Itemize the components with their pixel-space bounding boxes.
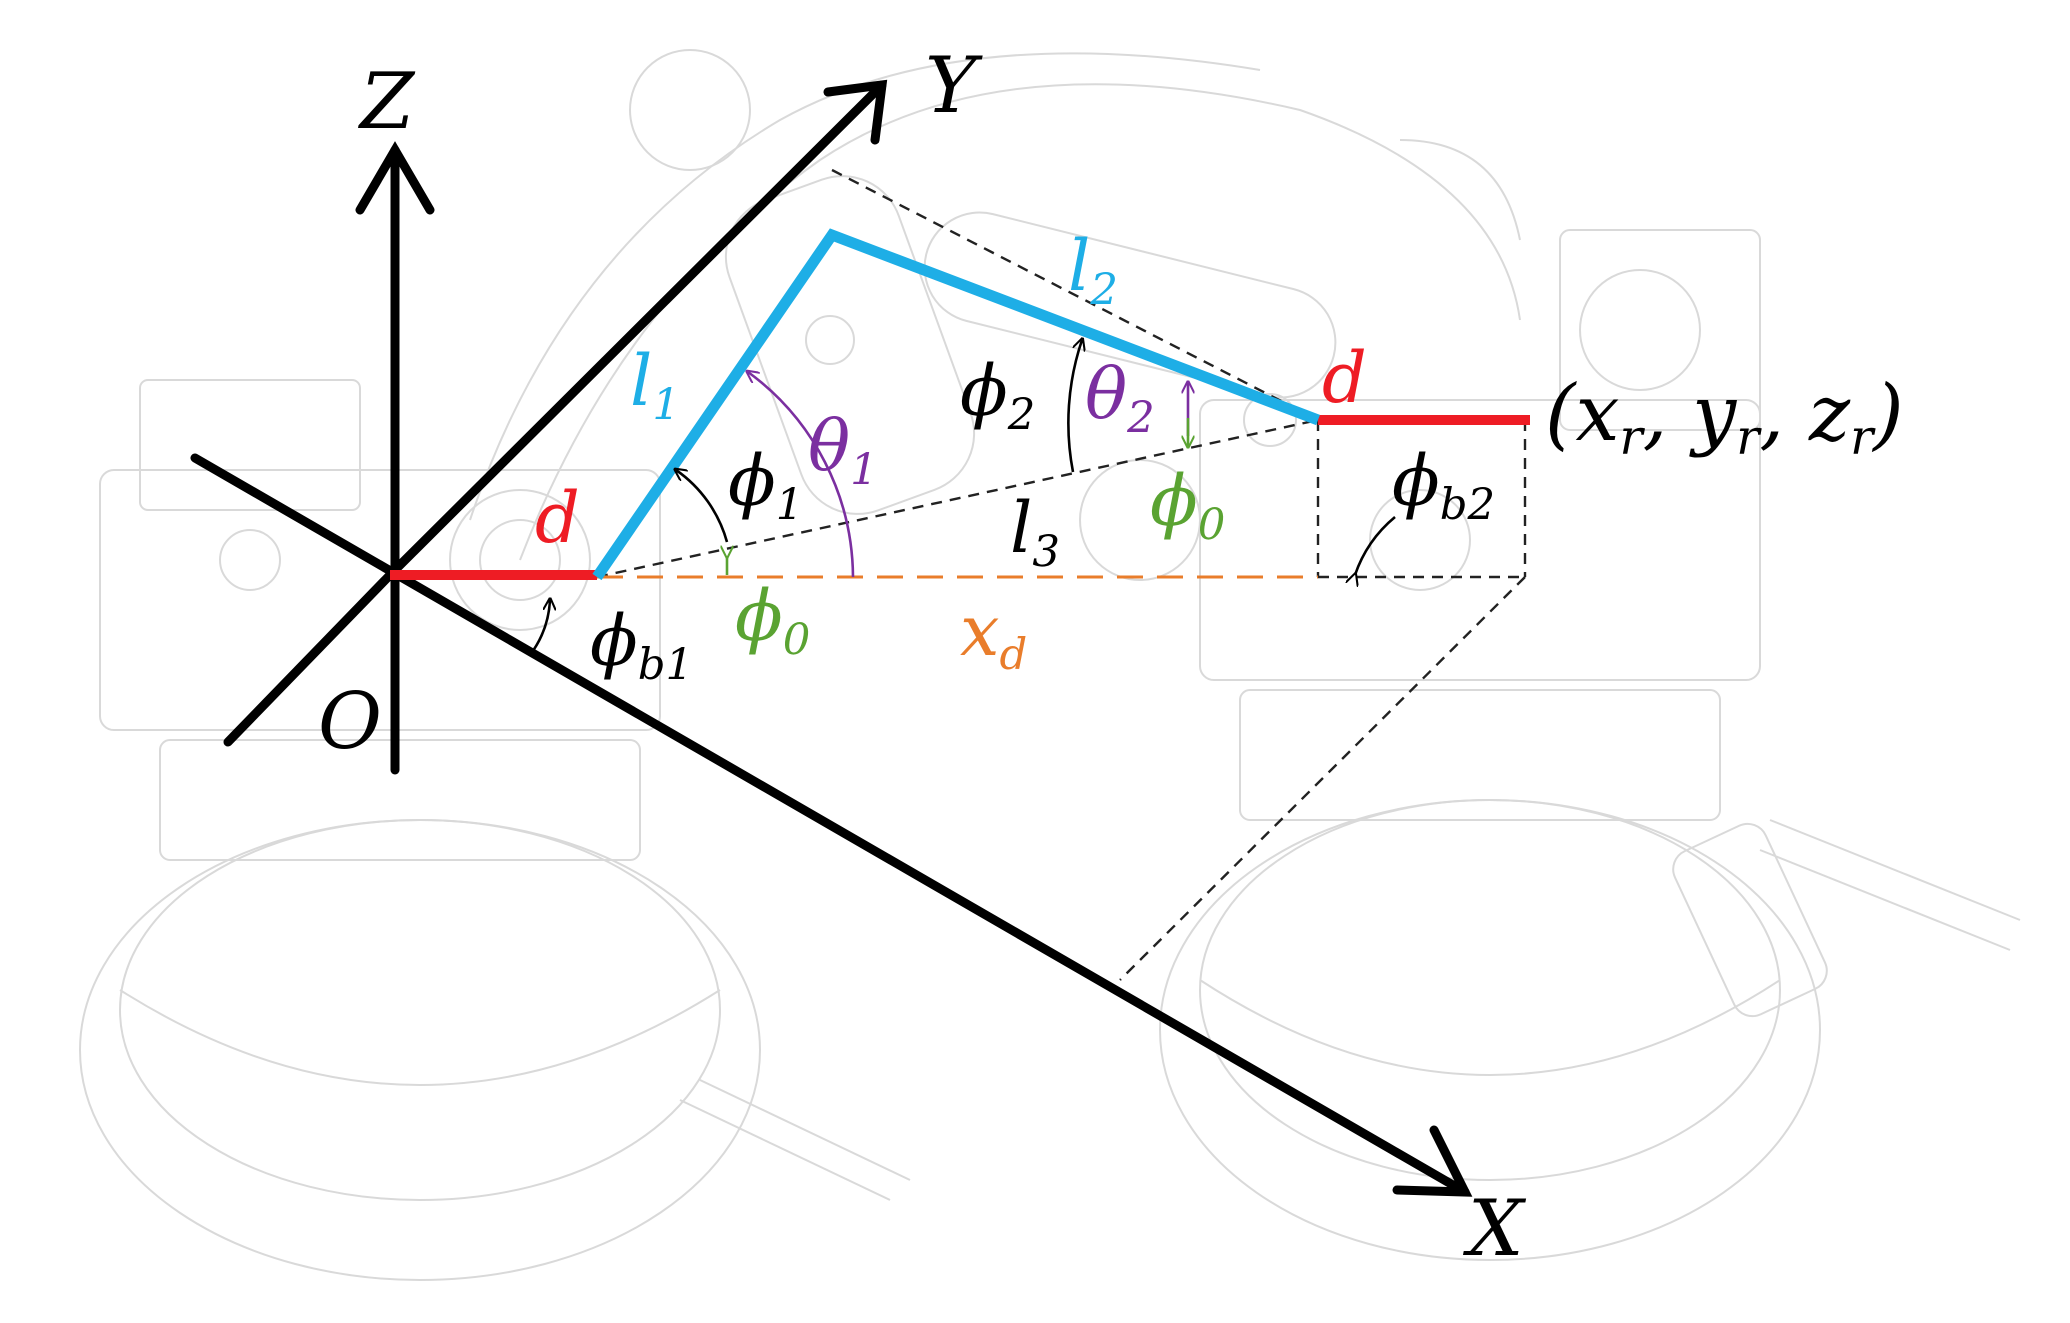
angle-arcs xyxy=(528,340,1396,656)
x-axis-line xyxy=(190,453,1470,1197)
projection-to-x-axis xyxy=(1119,576,1526,981)
phi1-arc xyxy=(676,470,729,543)
y-axis-line xyxy=(385,80,887,580)
y-axis-arrow xyxy=(823,79,888,145)
theta1-label: θ1 xyxy=(808,405,878,495)
left-wheel-housing xyxy=(79,819,761,1281)
theta2-label: θ2 xyxy=(1085,353,1155,443)
z-axis-arrow xyxy=(355,141,435,215)
right-servo xyxy=(1559,229,1761,431)
links-l1-l2 xyxy=(592,228,1320,581)
top-projection xyxy=(831,168,1319,422)
origin-label: O xyxy=(318,677,382,767)
arm-link-two xyxy=(923,211,1337,399)
phi0-left-label: ϕ0 xyxy=(735,575,810,665)
l3-label: l3 xyxy=(1010,487,1060,577)
phib1-arc xyxy=(528,600,550,656)
right-body-frame xyxy=(1199,399,1761,681)
z-axis-label: Z xyxy=(357,57,416,147)
phib1-label: ϕb1 xyxy=(590,600,693,690)
offset-d-left-label: d xyxy=(535,477,580,559)
phi2-arc xyxy=(1067,340,1082,473)
l2-label: l2 xyxy=(1068,225,1118,315)
arm-links xyxy=(592,228,1320,581)
arm-link-one xyxy=(724,175,976,515)
robot-background xyxy=(79,49,2021,1281)
x-axis-arrow xyxy=(1392,1125,1473,1197)
phi2-label: ϕ2 xyxy=(960,350,1035,440)
phib2-label: ϕb2 xyxy=(1392,440,1495,530)
labels: Z Y X O d d l1 l2 l3 ϕ1 θ1 ϕ0 ϕb1 ϕ2 θ2 … xyxy=(318,41,1904,1274)
xd-label: xd xyxy=(960,590,1027,680)
left-body-frame xyxy=(99,469,661,731)
phi0-right-label: ϕ0 xyxy=(1150,460,1225,550)
offset-d-right-label: d xyxy=(1322,337,1367,419)
y-axis-negative xyxy=(223,570,395,747)
coordinate-axes xyxy=(190,79,1473,1197)
construction-lines xyxy=(596,168,1527,981)
phib2-arc xyxy=(1355,515,1396,575)
phi1-label: ϕ1 xyxy=(728,440,803,530)
theta1-arc xyxy=(748,372,855,578)
offset-segments xyxy=(390,415,1530,580)
y-axis-label: Y xyxy=(925,41,983,131)
l3-chord xyxy=(596,418,1319,579)
target-point-label: (xr, yr, zr) xyxy=(1545,369,1904,466)
l1-label: l1 xyxy=(630,340,680,430)
x-axis-label: X xyxy=(1462,1184,1527,1274)
